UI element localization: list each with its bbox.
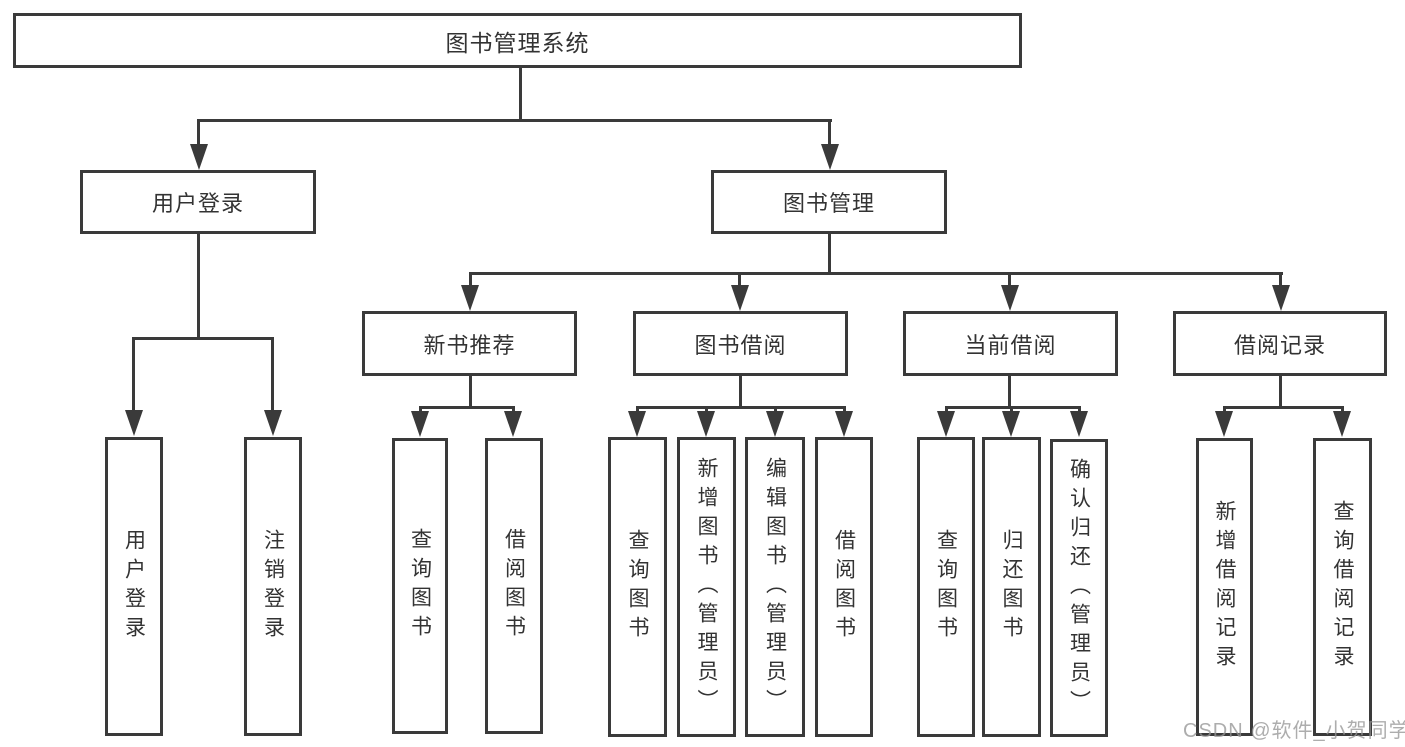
arrow-down-icon: [1070, 411, 1088, 437]
leaf-logout-label: 注销登录: [261, 528, 285, 645]
arrow-down-icon: [697, 411, 715, 437]
connector-mgmt-stem: [828, 234, 831, 272]
node-borrow-records-label: 借阅记录: [1233, 332, 1326, 358]
connector-g3-drop-1: [945, 406, 948, 413]
leaf-borrow-books-recommend: 借阅图书: [485, 438, 543, 734]
arrow-down-icon: [731, 285, 749, 311]
node-current-borrow: 当前借阅: [903, 311, 1118, 376]
leaf-query-books-borrow: 查询图书: [608, 437, 667, 737]
node-book-borrow-label: 图书借阅: [694, 332, 787, 358]
connector-g2-drop-4: [843, 406, 846, 413]
arrow-down-icon: [190, 144, 208, 170]
leaf-add-book-admin-label: 新增图书（管理员）: [695, 456, 718, 718]
connector-g3-stem: [1008, 376, 1011, 406]
arrow-down-icon: [504, 411, 522, 437]
leaf-query-books-recommend-label: 查询图书: [408, 528, 432, 644]
connector-g1-drop-1: [419, 406, 422, 413]
connector-mgmt-drop-3: [1008, 272, 1011, 288]
leaf-add-book-admin: 新增图书（管理员）: [677, 437, 736, 737]
arrow-down-icon: [937, 411, 955, 437]
connector-g2-branch: [636, 406, 846, 409]
node-root-label: 图书管理系统: [445, 29, 590, 56]
leaf-add-borrow-record: 新增借阅记录: [1196, 438, 1253, 736]
node-borrow-records: 借阅记录: [1173, 311, 1387, 376]
connector-g2-drop-1: [636, 406, 639, 413]
connector-g2-stem: [739, 376, 742, 406]
leaf-confirm-return-admin: 确认归还（管理员）: [1050, 439, 1108, 737]
arrow-down-icon: [411, 411, 429, 437]
leaf-user-login-label: 用户登录: [122, 528, 146, 645]
connector-mgmt-branch: [469, 272, 1283, 275]
connector-g1-branch: [419, 406, 515, 409]
node-book-management: 图书管理: [711, 170, 947, 234]
arrow-down-icon: [1333, 411, 1351, 437]
leaf-query-books-current: 查询图书: [917, 437, 975, 737]
leaf-query-borrow-record-label: 查询借阅记录: [1331, 500, 1354, 674]
connector-mgmt-drop-2: [738, 272, 741, 288]
connector-login-stem: [197, 234, 200, 337]
connector-g1-drop-2: [512, 406, 515, 413]
leaf-confirm-return-admin-label: 确认归还（管理员）: [1067, 457, 1091, 719]
arrow-down-icon: [766, 411, 784, 437]
connector-login-branch: [132, 337, 274, 340]
leaf-edit-book-admin-label: 编辑图书（管理员）: [763, 456, 787, 718]
leaf-borrow-books-label: 借阅图书: [832, 529, 856, 645]
connector-mgmt-drop-4: [1279, 272, 1282, 288]
connector-user-login-drop: [197, 119, 200, 147]
arrow-down-icon: [1272, 285, 1290, 311]
arrow-down-icon: [821, 144, 839, 170]
connector-root-stem: [519, 68, 522, 119]
arrow-down-icon: [1001, 285, 1019, 311]
connector-g3-drop-2: [1010, 406, 1013, 413]
leaf-return-books: 归还图书: [982, 437, 1041, 737]
connector-g4-branch: [1223, 406, 1344, 409]
connector-mgmt-drop-1: [469, 272, 472, 288]
arrow-down-icon: [264, 410, 282, 436]
leaf-query-books-current-label: 查询图书: [934, 529, 958, 645]
arrow-down-icon: [628, 411, 646, 437]
node-new-book-recommend-label: 新书推荐: [423, 332, 516, 358]
leaf-user-login: 用户登录: [105, 437, 163, 736]
node-user-login: 用户登录: [80, 170, 316, 234]
connector-g3-drop-3: [1078, 406, 1081, 413]
leaf-borrow-books-recommend-label: 借阅图书: [502, 528, 526, 644]
csdn-watermark: CSDN @软件_小贺同学: [1183, 720, 1405, 742]
connector-g4-drop-2: [1341, 406, 1344, 413]
leaf-return-books-label: 归还图书: [1000, 529, 1023, 645]
leaf-logout: 注销登录: [244, 437, 302, 736]
connector-g4-drop-1: [1223, 406, 1226, 413]
node-book-management-label: 图书管理: [782, 191, 875, 216]
connector-g2-drop-3: [774, 406, 777, 413]
arrow-down-icon: [461, 285, 479, 311]
connector-book-mgmt-drop: [828, 119, 831, 147]
leaf-query-books-recommend: 查询图书: [392, 438, 448, 734]
node-root: 图书管理系统: [13, 13, 1022, 68]
leaf-query-books-borrow-label: 查询图书: [626, 529, 649, 645]
connector-g4-stem: [1279, 376, 1282, 406]
connector-root-branch: [197, 119, 832, 122]
connector-login-drop-2: [271, 337, 274, 412]
arrow-down-icon: [835, 411, 853, 437]
node-new-book-recommend: 新书推荐: [362, 311, 577, 376]
connector-login-drop-1: [132, 337, 135, 412]
arrow-down-icon: [125, 410, 143, 436]
leaf-add-borrow-record-label: 新增借阅记录: [1213, 500, 1236, 674]
arrow-down-icon: [1002, 411, 1020, 437]
node-user-login-label: 用户登录: [151, 191, 244, 216]
node-current-borrow-label: 当前借阅: [964, 332, 1057, 358]
leaf-query-borrow-record: 查询借阅记录: [1313, 438, 1372, 736]
connector-g2-drop-2: [705, 406, 708, 413]
leaf-edit-book-admin: 编辑图书（管理员）: [745, 437, 805, 737]
leaf-borrow-books: 借阅图书: [815, 437, 873, 737]
node-book-borrow: 图书借阅: [633, 311, 848, 376]
connector-g3-branch: [945, 406, 1081, 409]
arrow-down-icon: [1215, 411, 1233, 437]
connector-g1-stem: [469, 376, 472, 406]
